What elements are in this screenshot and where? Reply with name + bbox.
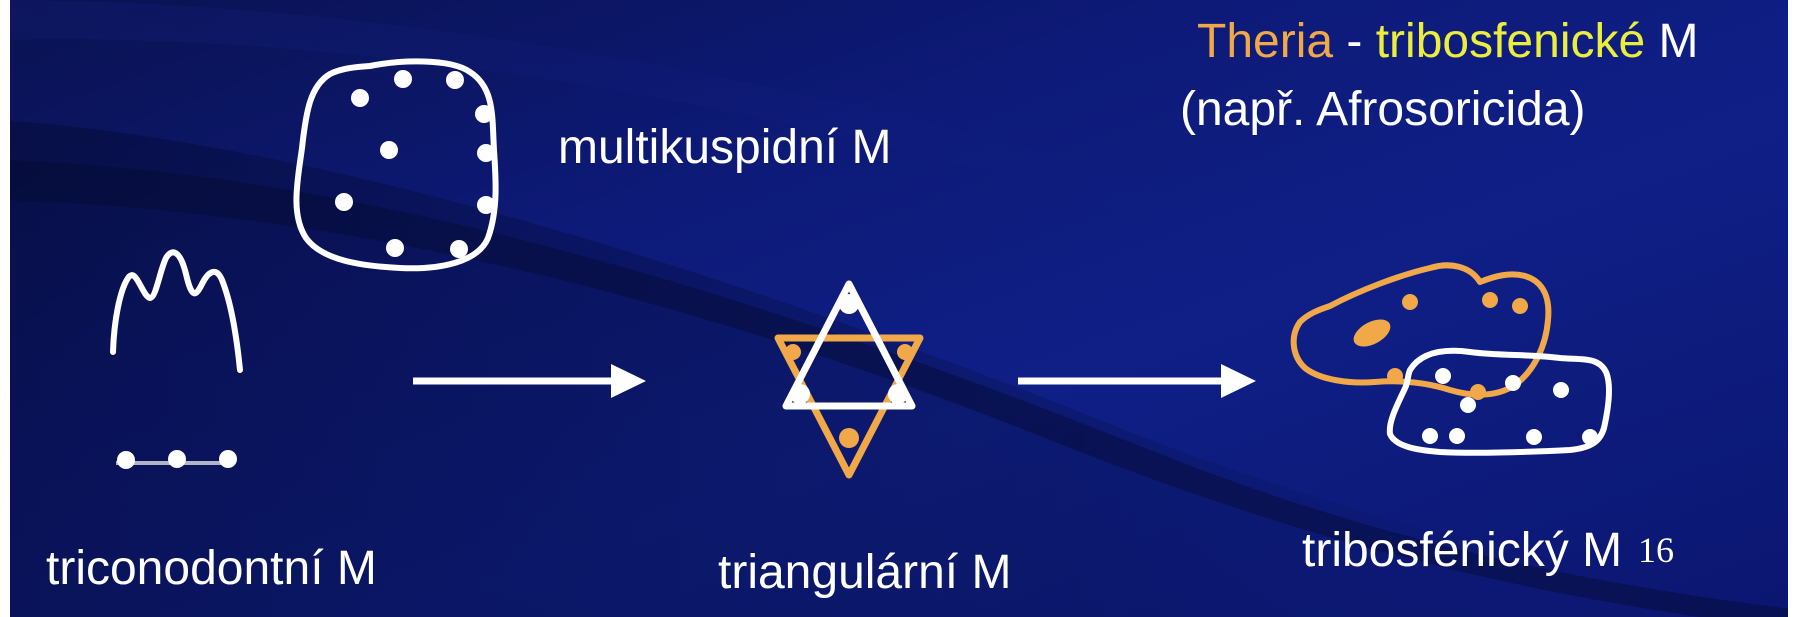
heading-separator: - — [1333, 15, 1376, 68]
heading-tribosfenicke: tribosfenické — [1375, 15, 1646, 68]
label-multikuspidni: multikuspidní M — [558, 121, 892, 174]
heading-suffix: M — [1645, 15, 1699, 68]
right-white-border — [1788, 0, 1800, 617]
triangular-molar-drawing — [774, 280, 924, 479]
triconodont-tooth-drawing — [110, 249, 243, 469]
arrow-right-icon — [413, 364, 646, 398]
heading-theria: Theria — [1197, 15, 1334, 68]
label-tribosfenicky: tribosfénický M — [1302, 524, 1623, 577]
label-triconodontni: triconodontní M — [46, 542, 377, 595]
tribosphenic-molar-drawing — [1290, 262, 1613, 456]
heading-example: (např. Afrosoricida) — [1180, 83, 1586, 136]
multicuspid-molar-drawing — [293, 58, 499, 272]
heading-theria-tribosfenicke: Theria - tribosfenické M — [1197, 18, 1699, 66]
label-triangularni: triangulární M — [718, 546, 1012, 599]
left-white-border — [0, 0, 10, 617]
arrow-right-icon-2 — [1018, 364, 1256, 398]
page-number: 16 — [1638, 530, 1674, 570]
